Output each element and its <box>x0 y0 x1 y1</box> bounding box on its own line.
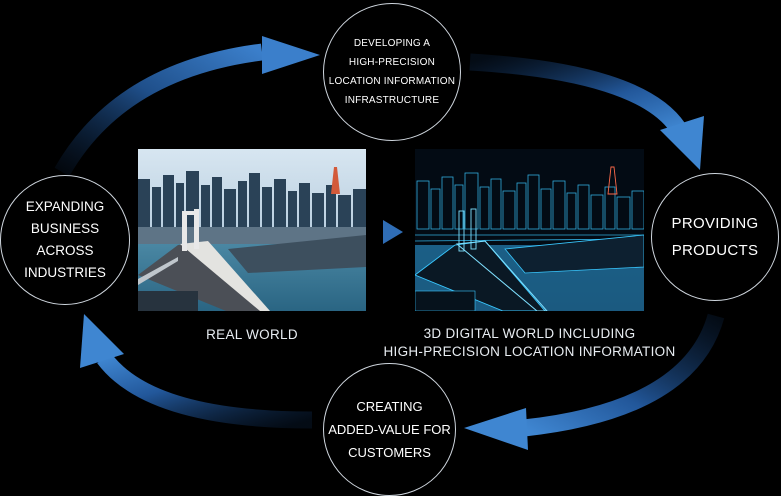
arrow-bottom-to-left <box>80 314 313 429</box>
transform-arrow-icon <box>383 220 403 244</box>
real-world-photo <box>138 149 366 311</box>
node-providing-products: PROVIDING PRODUCTS <box>651 173 779 301</box>
caption-real-world: REAL WORLD <box>206 327 298 342</box>
arrow-right-to-bottom <box>464 313 725 450</box>
node-expanding-business: EXPANDING BUSINESS ACROSS INDUSTRIES <box>0 175 130 305</box>
node-providing-label: PROVIDING PRODUCTS <box>671 215 759 259</box>
arrow-left-to-top <box>54 36 320 177</box>
digital-world-photo <box>415 149 644 311</box>
caption-digital-world: 3D DIGITAL WORLD INCLUDING HIGH-PRECISIO… <box>383 326 676 359</box>
node-creating-label: CREATING ADDED-VALUE FOR CUSTOMERS <box>328 399 451 460</box>
arrow-top-to-right <box>469 53 704 170</box>
node-creating-value: CREATING ADDED-VALUE FOR CUSTOMERS <box>323 363 456 496</box>
node-developing-label: DEVELOPING A HIGH-PRECISION LOCATION INF… <box>328 38 456 106</box>
node-expanding-label: EXPANDING BUSINESS ACROSS INDUSTRIES <box>24 199 106 280</box>
node-developing-infrastructure: DEVELOPING A HIGH-PRECISION LOCATION INF… <box>323 3 461 141</box>
